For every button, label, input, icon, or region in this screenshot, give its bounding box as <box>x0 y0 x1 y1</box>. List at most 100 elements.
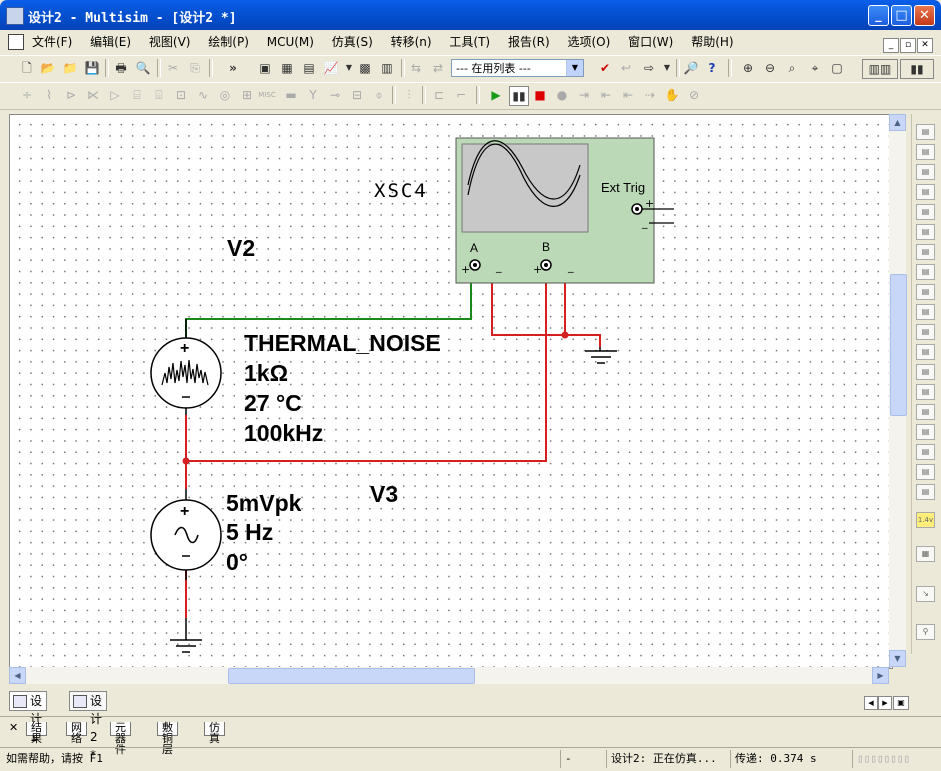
instrument-toolbar-icon[interactable]: ▥▥ <box>862 59 898 79</box>
distortion-analyzer-icon[interactable]: ▤ <box>916 344 935 360</box>
database-manager-icon[interactable]: ▤ <box>303 61 315 75</box>
place-misc-icon[interactable]: MISC <box>258 91 276 99</box>
tab-design2[interactable]: 设计2 * <box>69 691 108 762</box>
title-bar[interactable] <box>0 0 941 30</box>
place-hierarchical-icon[interactable]: ⫶ <box>407 88 411 102</box>
place-bus-icon[interactable]: ⊏ <box>433 88 445 102</box>
iv-analyzer-icon[interactable]: ▤ <box>916 324 935 340</box>
vertical-scrollbar[interactable]: ▲ ▼ <box>889 114 907 667</box>
help-icon[interactable]: ? <box>708 61 716 75</box>
toggle-breakpoint-icon[interactable]: ✋ <box>664 88 680 102</box>
place-advanced-peripherals-icon[interactable]: ▬ <box>285 88 297 102</box>
measurement-probe-icon[interactable]: 1.4v <box>916 512 935 528</box>
open-folder-icon[interactable]: 📂 <box>40 61 56 75</box>
logic-converter-icon[interactable]: ▤ <box>916 304 935 320</box>
pause-at-next-edge-icon[interactable]: ● <box>556 88 568 102</box>
zoom-out-icon[interactable]: ⊖ <box>764 61 776 75</box>
tab-copper-layers[interactable]: 敷铜层 <box>157 722 178 755</box>
tab-results[interactable]: 结果 <box>26 722 47 744</box>
print-icon[interactable]: 🖶 <box>115 61 127 75</box>
logic-analyzer-icon[interactable]: ▤ <box>916 284 935 300</box>
probe-tool-icon[interactable]: ⚲ <box>916 624 935 640</box>
scroll-right-icon[interactable]: ▶ <box>872 667 889 684</box>
place-rf-icon[interactable]: Y <box>309 88 317 102</box>
minimize-button[interactable]: _ <box>868 5 889 26</box>
step-out-icon[interactable]: ⇤ <box>622 88 634 102</box>
menu-simulate[interactable]: 仿真(S) <box>331 35 373 49</box>
remove-breakpoints-icon[interactable]: ⊘ <box>688 88 700 102</box>
save-icon[interactable]: 💾 <box>84 61 100 75</box>
zoom-fit-icon[interactable]: ⌖ <box>811 61 819 75</box>
ni-elvis-icon[interactable]: ▦ <box>916 546 935 562</box>
mdi-restore-button[interactable]: ▫ <box>900 38 916 53</box>
zoom-in-icon[interactable]: ⊕ <box>742 61 754 75</box>
run-simulation-icon[interactable]: ▶ <box>491 88 501 102</box>
scroll-left-icon[interactable]: ◀ <box>9 667 26 684</box>
close-panel-icon[interactable]: ✕ <box>9 721 19 734</box>
probe-dropdown-icon[interactable]: ▼ <box>663 63 671 72</box>
step-into-icon[interactable]: ⇥ <box>578 88 590 102</box>
menu-place[interactable]: 绘制(P) <box>208 35 249 49</box>
menu-transfer[interactable]: 转移(n) <box>390 35 432 49</box>
tektronix-oscilloscope-icon[interactable]: ▤ <box>916 464 935 480</box>
chevron-down-icon[interactable]: ▼ <box>566 60 583 76</box>
grapher-dropdown-icon[interactable]: ▼ <box>345 63 353 72</box>
agilent-function-generator-icon[interactable]: ▤ <box>916 404 935 420</box>
labview-instrument-icon[interactable]: ▤ <box>916 484 935 500</box>
stop-simulation-icon[interactable]: ■ <box>534 88 546 102</box>
menu-mcu[interactable]: MCU(M) <box>266 35 314 49</box>
multisim-app-icon[interactable] <box>6 7 24 25</box>
open-sample-icon[interactable]: 📁 <box>62 61 78 75</box>
copy-icon[interactable]: ⎘ <box>190 61 200 75</box>
tab-scroll-left-icon[interactable]: ◀ <box>864 696 878 710</box>
cut-icon[interactable]: ✂ <box>167 61 179 75</box>
new-file-icon[interactable]: 🗋 <box>22 61 32 75</box>
find-examples-icon[interactable]: 🔎 <box>683 61 699 75</box>
place-diode-icon[interactable]: ⊳ <box>65 88 77 102</box>
menu-options[interactable]: 选项(O) <box>567 35 611 49</box>
network-analyzer-icon[interactable]: ▤ <box>916 384 935 400</box>
agilent-multimeter-icon[interactable]: ▤ <box>916 424 935 440</box>
menu-tools[interactable]: 工具(T) <box>449 35 491 49</box>
scroll-up-icon[interactable]: ▲ <box>889 114 906 131</box>
tab-design1[interactable]: 设计1 <box>9 691 48 744</box>
toggle-design-toolbox-icon[interactable]: ▣ <box>259 61 271 75</box>
step-over-icon[interactable]: ⇤ <box>600 88 612 102</box>
electrical-rules-check-icon[interactable]: ▩ <box>359 61 371 75</box>
tab-simulation[interactable]: 仿真 <box>204 722 225 744</box>
place-power-icon[interactable]: ⊞ <box>241 88 253 102</box>
place-transistor-icon[interactable]: ⋉ <box>87 88 99 102</box>
place-source-icon[interactable]: ÷ <box>21 88 33 102</box>
mdi-minimize-button[interactable]: _ <box>883 38 899 53</box>
vertical-scroll-thumb[interactable] <box>890 274 907 416</box>
place-electromechanical-icon[interactable]: ⊸ <box>329 88 341 102</box>
tab-nets[interactable]: 网络 <box>66 722 87 744</box>
place-ttl-icon[interactable]: ⌸ <box>133 88 141 102</box>
current-probe-icon[interactable]: ↘ <box>916 586 935 602</box>
place-mcu-icon[interactable]: ⌽ <box>375 88 383 102</box>
place-cmos-icon[interactable]: ⌹ <box>155 88 163 102</box>
spectrum-analyzer-icon[interactable]: ▤ <box>916 364 935 380</box>
frequency-counter-icon[interactable]: ▤ <box>916 244 935 260</box>
tab-scroll-right-icon[interactable]: ▶ <box>878 696 892 710</box>
maximize-button[interactable]: □ <box>891 5 912 26</box>
tab-list-icon[interactable]: ▣ <box>893 696 909 710</box>
postprocessor-icon[interactable]: ▥ <box>381 61 393 75</box>
probe-icon[interactable]: ⇨ <box>643 61 655 75</box>
horizontal-scroll-thumb[interactable] <box>228 668 475 684</box>
mdi-close-button[interactable]: ✕ <box>917 38 933 53</box>
function-generator-icon[interactable]: ▤ <box>916 144 935 160</box>
place-analog-icon[interactable]: ▷ <box>110 88 120 102</box>
schematic-canvas[interactable]: + + XSC4 A B Ext Trig + _ + _ + _ V2 THE… <box>9 114 893 669</box>
tab-components[interactable]: 元器件 <box>110 722 131 755</box>
scroll-down-icon[interactable]: ▼ <box>889 650 906 667</box>
place-misc-digital-icon[interactable]: ⊡ <box>175 88 187 102</box>
horizontal-scrollbar[interactable]: ◀ ▶ <box>9 667 889 684</box>
full-screen-icon[interactable]: ▢ <box>831 61 843 75</box>
menu-edit[interactable]: 编辑(E) <box>90 35 132 49</box>
agilent-oscilloscope-icon[interactable]: ▤ <box>916 444 935 460</box>
place-ni-component-icon[interactable]: ⊟ <box>351 88 363 102</box>
menu-file[interactable]: 文件(F) <box>32 35 73 49</box>
place-mixed-icon[interactable]: ∿ <box>197 88 209 102</box>
zoom-area-icon[interactable]: ⌕ <box>788 61 796 75</box>
